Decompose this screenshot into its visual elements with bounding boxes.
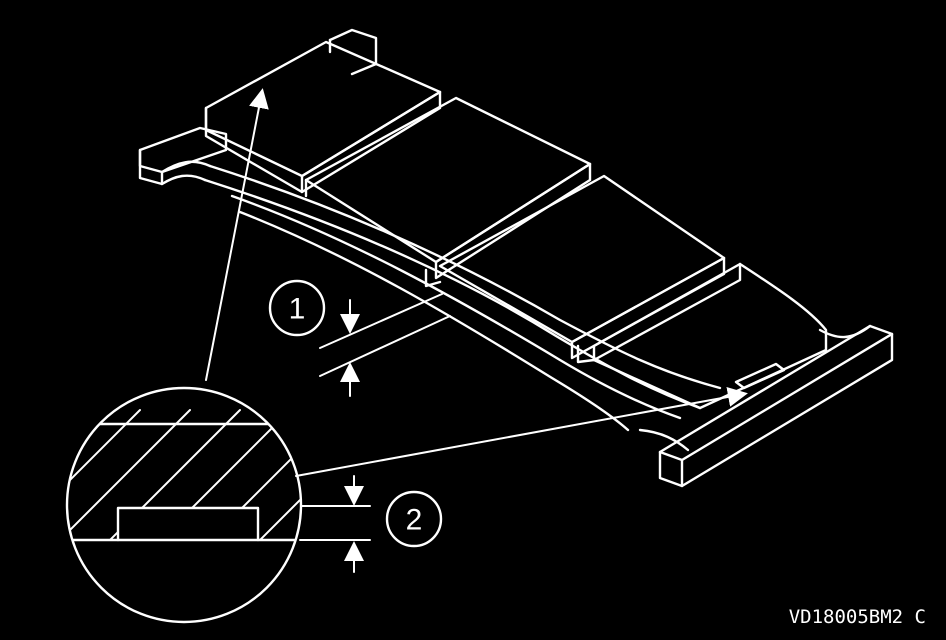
- leader-lines: [205, 88, 748, 477]
- detail-section-view: [65, 386, 303, 624]
- friction-pad-segment-2: [304, 96, 592, 280]
- friction-pad-segment-3: [424, 174, 726, 360]
- figure-code: VD18005BM2 C: [789, 606, 926, 628]
- dimension-2: [299, 475, 371, 573]
- callout-1-label: 1: [289, 293, 306, 326]
- friction-pad-segment-1: [204, 40, 442, 194]
- callout-2-label: 2: [406, 504, 423, 537]
- friction-pad-segment-4: [576, 262, 828, 410]
- dimension-1: [319, 293, 451, 397]
- wear-indicator-groove: [734, 362, 786, 390]
- backing-plate: [138, 28, 894, 488]
- callout-2: 2: [385, 490, 443, 548]
- callout-1: 1: [268, 279, 326, 337]
